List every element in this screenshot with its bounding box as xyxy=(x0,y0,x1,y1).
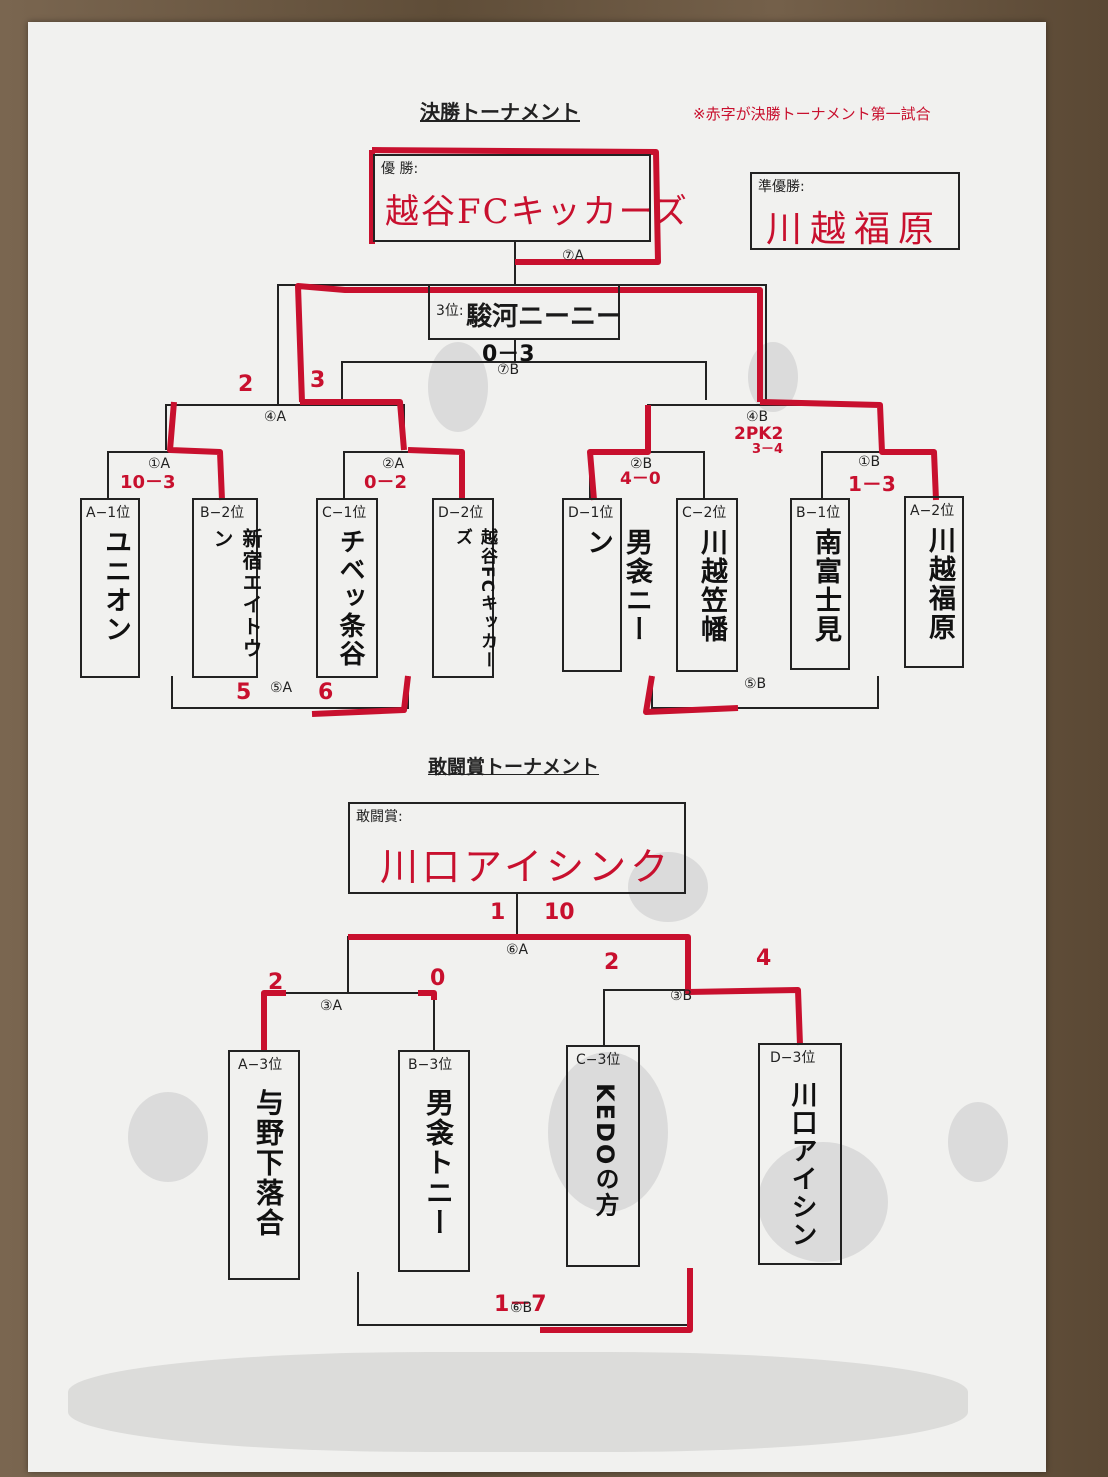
score-3b-left: 2 xyxy=(604,950,620,975)
runner-up-label: 準優勝: xyxy=(758,179,805,195)
team-name: 新宿エイトウン xyxy=(210,528,263,660)
team-box: C−3位 KEDOの方 xyxy=(566,1045,640,1267)
team-box: C−2位 川越笠幡 xyxy=(676,498,738,672)
match-2a: ②A xyxy=(382,456,405,472)
third-place-box: 3位: 駿河ニーニー xyxy=(428,284,623,340)
team-box: B−3位 男衾トニー xyxy=(398,1050,470,1272)
score-4a-left: 2 xyxy=(238,372,254,397)
team-name: 川越福原 xyxy=(924,526,955,642)
match-6a: ⑥A xyxy=(506,942,529,958)
team-box: D−1位 男衾ニーン xyxy=(562,498,652,672)
third-place-name: 駿河ニーニー xyxy=(466,302,623,332)
team-rank: B−1位 xyxy=(796,505,841,521)
team-rank: B−3位 xyxy=(408,1057,453,1073)
team-name: 川越笠幡 xyxy=(696,528,727,644)
third-place-score: 0－3 xyxy=(482,342,535,367)
team-box: C−1位 チベッ条谷 xyxy=(316,498,378,678)
match-1a: ①A xyxy=(148,456,171,472)
final-heading: 決勝トーナメント xyxy=(420,100,580,124)
final-note: ※赤字が決勝トーナメント第一試合 xyxy=(693,105,931,123)
match-2b: ②B xyxy=(630,456,653,472)
fighting-award-label: 敢闘賞: xyxy=(356,809,403,825)
team-rank: B−2位 xyxy=(200,505,245,521)
match-7a: ⑦A xyxy=(562,248,585,264)
team-box: B−1位 南富士見 xyxy=(790,498,850,670)
team-box: D−2位 越谷FCキッカーズ xyxy=(432,498,497,678)
match-4b: ④B xyxy=(746,409,769,425)
runner-up-name: 川越福原 xyxy=(766,209,943,250)
team-rank: D−2位 xyxy=(438,505,484,521)
team-rank: C−1位 xyxy=(322,505,367,521)
team-box: A−2位 川越福原 xyxy=(904,496,964,668)
team-rank: A−3位 xyxy=(238,1057,283,1073)
team-name: チベッ条谷 xyxy=(335,528,365,668)
score-6a-left: 1 xyxy=(490,900,506,925)
team-box: A−3位 与野下落合 xyxy=(228,1050,300,1280)
team-name: 越谷FCキッカーズ xyxy=(452,528,497,671)
team-box: B−2位 新宿エイトウン xyxy=(192,498,263,678)
score-6a-right: 10 xyxy=(544,900,575,925)
score-5a-right: 6 xyxy=(318,680,334,705)
score-3a-left: 2 xyxy=(268,970,284,995)
score-1a: 10－3 xyxy=(120,472,176,493)
team-box: A−1位 ユニオン xyxy=(80,498,140,678)
score-6b: 1－7 xyxy=(494,1292,547,1317)
match-3b: ③B xyxy=(670,988,693,1004)
team-rank: D−1位 xyxy=(568,505,614,521)
champion-label: 優 勝: xyxy=(381,161,419,177)
team-rank: A−1位 xyxy=(86,505,131,521)
runner-up-box: 準優勝: 川越福原 xyxy=(750,172,960,250)
team-name: 男衾トニー xyxy=(422,1088,455,1238)
match-1b: ①B xyxy=(858,454,881,470)
match-5a: ⑤A xyxy=(270,680,293,696)
match-3a: ③A xyxy=(320,998,343,1014)
match-5b: ⑤B xyxy=(744,676,767,692)
score-2b: 4－0 xyxy=(620,469,661,489)
match-7b: ⑦B xyxy=(497,362,520,378)
team-name: 川口アイシン xyxy=(787,1081,817,1249)
score-4b: 2PK2 xyxy=(734,424,784,444)
team-name: 男衾ニーン xyxy=(582,528,652,644)
fighting-award-name: 川口アイシンク xyxy=(380,845,673,889)
fighting-award-box: 敢闘賞: 川口アイシンク xyxy=(348,802,686,894)
champion-name: 越谷FCキッカーズ xyxy=(385,192,689,232)
team-rank: D−3位 xyxy=(770,1050,816,1066)
score-3a-right: 0 xyxy=(430,966,446,991)
team-rank: C−3位 xyxy=(576,1052,621,1068)
score-4b-pk: 3－4 xyxy=(752,442,784,457)
champion-box: 優 勝: 越谷FCキッカーズ xyxy=(373,154,687,242)
third-place-label: 3位: xyxy=(436,303,464,319)
score-1b: 1－3 xyxy=(848,472,896,496)
team-box: D−3位 川口アイシン xyxy=(758,1043,842,1265)
score-4a-right: 3 xyxy=(310,368,326,393)
team-name: ユニオン xyxy=(100,528,131,644)
score-5a-left: 5 xyxy=(236,680,252,705)
score-3b-right: 4 xyxy=(756,946,772,971)
match-4a: ④A xyxy=(264,409,287,425)
team-name: 南富士見 xyxy=(810,528,841,644)
score-2a: 0－2 xyxy=(364,472,408,493)
team-rank: A−2位 xyxy=(910,503,955,519)
fighting-heading: 敢闘賞トーナメント xyxy=(428,756,600,778)
team-name: 与野下落合 xyxy=(252,1088,285,1238)
team-rank: C−2位 xyxy=(682,505,727,521)
match-6b: ⑥B xyxy=(510,1300,533,1316)
team-name: KEDOの方 xyxy=(591,1083,619,1219)
